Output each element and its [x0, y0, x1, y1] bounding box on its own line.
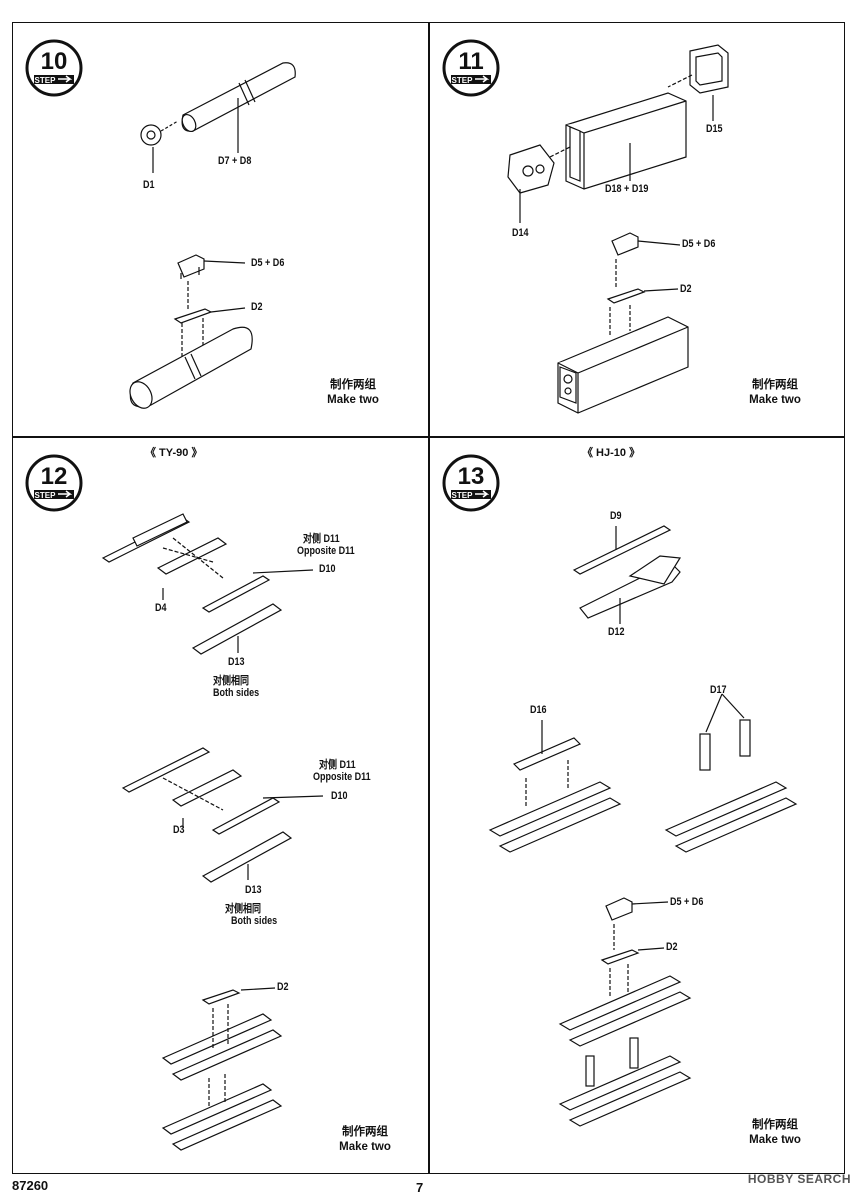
- label-d13: D13: [245, 884, 262, 896]
- label-opposite-d11-cn: 对侧 D11: [319, 759, 356, 771]
- label-d2: D2: [666, 941, 678, 953]
- label-d2: D2: [277, 981, 289, 993]
- plane-icon: [475, 490, 490, 498]
- step-10-note: 制作两组 Make two: [303, 378, 403, 408]
- note-en: Make two: [327, 394, 379, 406]
- plane-icon: [58, 490, 73, 498]
- horizontal-divider: [12, 436, 845, 438]
- label-d3: D3: [173, 824, 185, 836]
- label-d7-d8: D7 + D8: [218, 155, 252, 167]
- step-11-drawing: [507, 44, 729, 414]
- vertical-divider: [428, 22, 430, 1174]
- step-12-panel: 《 TY-90 》 12 STEP: [13, 438, 427, 1172]
- label-d4: D4: [155, 602, 167, 614]
- label-d10: D10: [331, 790, 348, 802]
- step-13-drawing: [488, 525, 798, 1127]
- label-d14: D14: [512, 227, 529, 239]
- step-13-number: 13: [458, 463, 485, 490]
- step-11-panel: 11 STEP: [430, 23, 844, 435]
- svg-text:STEP: STEP: [35, 491, 57, 500]
- label-d10: D10: [319, 563, 336, 575]
- step-11-note: 制作两组 Make two: [749, 379, 801, 406]
- label-d13: D13: [228, 656, 245, 668]
- label-d5-d6: D5 + D6: [251, 257, 285, 269]
- step-10-badge: 10 STEP: [25, 39, 83, 97]
- label-d5-d6: D5 + D6: [670, 896, 704, 908]
- label-d5-d6: D5 + D6: [682, 238, 716, 250]
- label-d16: D16: [530, 704, 547, 716]
- label-d15: D15: [706, 123, 723, 135]
- label-d1: D1: [143, 179, 155, 191]
- model-number: 87260: [12, 1178, 49, 1193]
- label-opposite-d11-en: Opposite D11: [313, 771, 371, 783]
- page-number: 7: [416, 1180, 424, 1195]
- plane-icon: [475, 75, 490, 83]
- svg-text:STEP: STEP: [452, 76, 474, 85]
- step-10-panel: 10 STEP: [13, 23, 427, 435]
- label-opposite-d11-en: Opposite D11: [297, 545, 355, 557]
- step-13-note: 制作两组 Make two: [749, 1119, 801, 1146]
- step-13-panel: 《 HJ-10 》 13 STEP: [430, 438, 844, 1172]
- label-both-sides-en: Both sides: [231, 915, 278, 927]
- watermark: HOBBY SEARCH: [747, 1172, 851, 1186]
- step-10-drawing: [129, 62, 296, 409]
- label-d17: D17: [710, 684, 727, 696]
- step-11-badge: 11 STEP: [442, 39, 500, 97]
- step-13-title: 《 HJ-10 》: [582, 447, 641, 459]
- label-d12: D12: [608, 626, 625, 638]
- note-cn: 制作两组: [330, 379, 376, 391]
- step-12-title: 《 TY-90 》: [145, 447, 203, 459]
- label-d2: D2: [251, 301, 263, 313]
- step-10-number: 10: [41, 48, 68, 75]
- label-both-sides-cn: 对侧相同: [225, 903, 262, 915]
- step-12-number: 12: [41, 463, 68, 490]
- label-d2: D2: [680, 283, 692, 295]
- label-d9: D9: [610, 510, 622, 522]
- label-opposite-d11-cn: 对侧 D11: [303, 533, 340, 545]
- step-12-badge: 12 STEP: [25, 454, 83, 512]
- step-12-drawing: [101, 513, 324, 1151]
- step-11-number: 11: [458, 48, 483, 75]
- step-12-note: 制作两组 Make two: [339, 1126, 391, 1153]
- svg-text:STEP: STEP: [452, 491, 474, 500]
- plane-icon: [58, 75, 73, 83]
- label-both-sides-cn: 对侧相同: [213, 675, 250, 687]
- label-both-sides-en: Both sides: [213, 687, 260, 699]
- label-d18-d19: D18 + D19: [605, 183, 649, 195]
- step-word: STEP: [35, 76, 57, 85]
- step-13-badge: 13 STEP: [442, 454, 500, 512]
